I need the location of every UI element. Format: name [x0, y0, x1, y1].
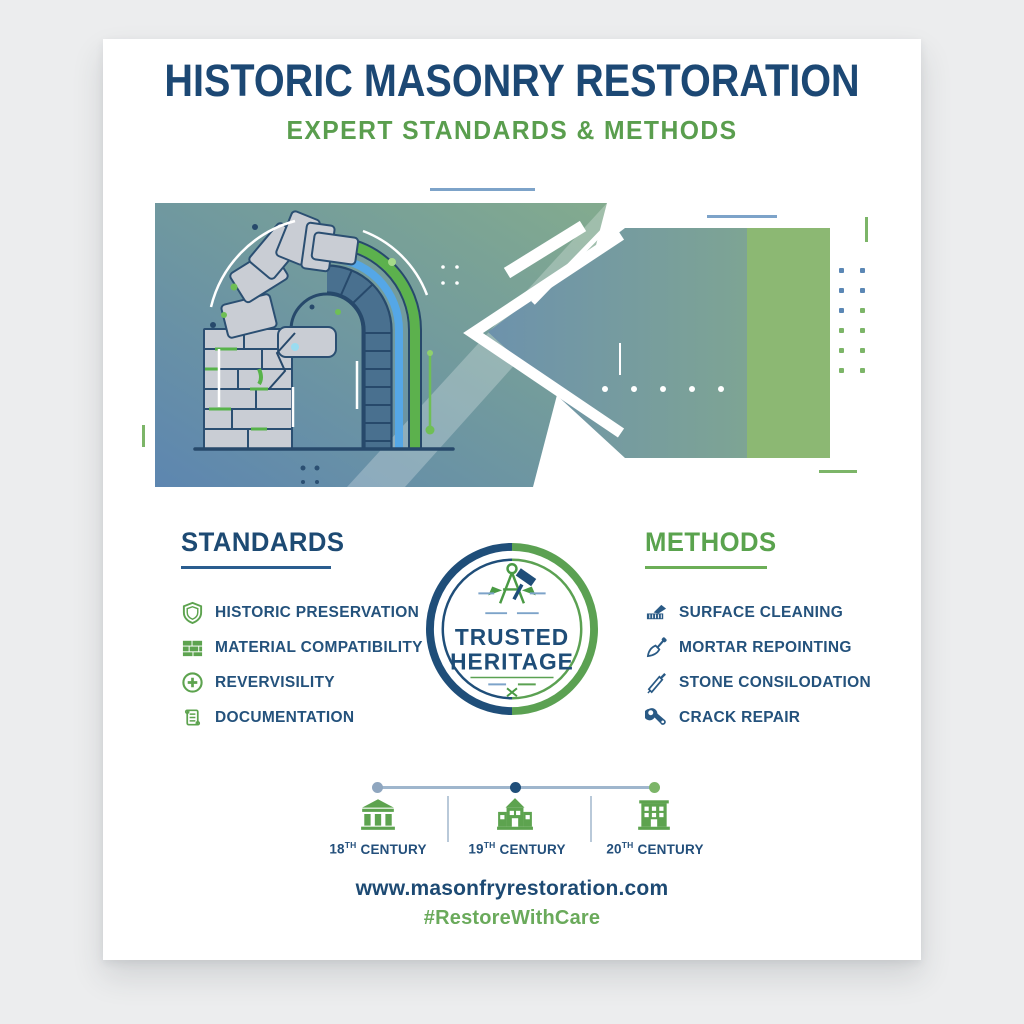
decor-green-line-bottomright [819, 470, 857, 473]
brush-icon [646, 604, 667, 620]
gabled-building-icon [497, 798, 533, 830]
standards-item-label: DOCUMENTATION [215, 708, 355, 726]
circle-plus-icon [182, 672, 203, 693]
timeline-divider [590, 796, 592, 842]
hero-chevron [463, 203, 630, 438]
methods-underline [645, 566, 767, 569]
website-url: www.masonfryrestoration.com [355, 877, 669, 900]
decor-blue-line-top [430, 188, 535, 191]
badge-seal: TRUSTED HERITAGE [426, 542, 598, 716]
badge-line2: HERITAGE [450, 649, 574, 675]
hashtag: #RestoreWithCare [423, 907, 601, 929]
standards-section: STANDARDS HISTORIC PRESERVATION [181, 527, 511, 735]
tall-building-icon [638, 800, 670, 830]
methods-item-label: MORTAR REPOINTING [679, 638, 852, 656]
decor-green-tick-left [142, 425, 145, 447]
methods-section: METHODS SURFACE CLEANING [645, 527, 905, 735]
timeline-dot [649, 782, 660, 793]
scroll-icon [184, 709, 201, 726]
poster-subtitle: EXPERT STANDARDS & METHODS [286, 115, 738, 145]
compass-hammer-icon [488, 562, 537, 604]
decor-blue-line-topright [707, 215, 777, 218]
decor-green-tick-right [865, 217, 868, 242]
hero-illustration [155, 203, 830, 487]
timeline-dot [510, 782, 521, 793]
trowel-icon [646, 637, 667, 658]
timeline-divider [447, 796, 449, 842]
methods-item-label: CRACK REPAIR [679, 708, 801, 726]
list-item: MATERIAL COMPATIBILITY [181, 630, 511, 665]
timeline-dot [372, 782, 383, 793]
arch-illustration [193, 210, 455, 451]
hero-sparkles [209, 219, 621, 484]
poster: HISTORIC MASONRY RESTORATION EXPERT STAN… [103, 39, 921, 960]
list-item: MORTAR REPOINTING [645, 630, 905, 665]
wrench-icon [645, 708, 666, 725]
standards-item-label: MATERIAL COMPATIBILITY [215, 638, 423, 656]
methods-item-label: STONE CONSILODATION [679, 673, 871, 691]
classical-building-icon [361, 799, 395, 830]
shield-icon [182, 601, 203, 624]
standards-item-label: REVERVISILITY [215, 673, 335, 691]
list-item: SURFACE CLEANING [645, 595, 905, 630]
brick-wall-icon [182, 640, 203, 657]
standards-item-label: HISTORIC PRESERVATION [215, 603, 420, 621]
trusted-heritage-badge: TRUSTED HERITAGE [423, 540, 601, 718]
hero-dot-row [602, 386, 724, 392]
methods-item-label: SURFACE CLEANING [679, 603, 844, 621]
chisel-icon [647, 673, 666, 694]
standards-heading: STANDARDS [181, 527, 345, 557]
list-item: DOCUMENTATION [181, 700, 511, 735]
list-item: REVERVISILITY [181, 665, 511, 700]
poster-title: HISTORIC MASONRY RESTORATION [164, 55, 860, 106]
list-item: CRACK REPAIR [645, 700, 905, 735]
decor-dot-grid [839, 268, 869, 373]
standards-underline [181, 566, 331, 569]
list-item: STONE CONSILODATION [645, 665, 905, 700]
methods-heading: METHODS [645, 527, 777, 557]
list-item: HISTORIC PRESERVATION [181, 595, 511, 630]
badge-line1: TRUSTED [455, 624, 569, 650]
